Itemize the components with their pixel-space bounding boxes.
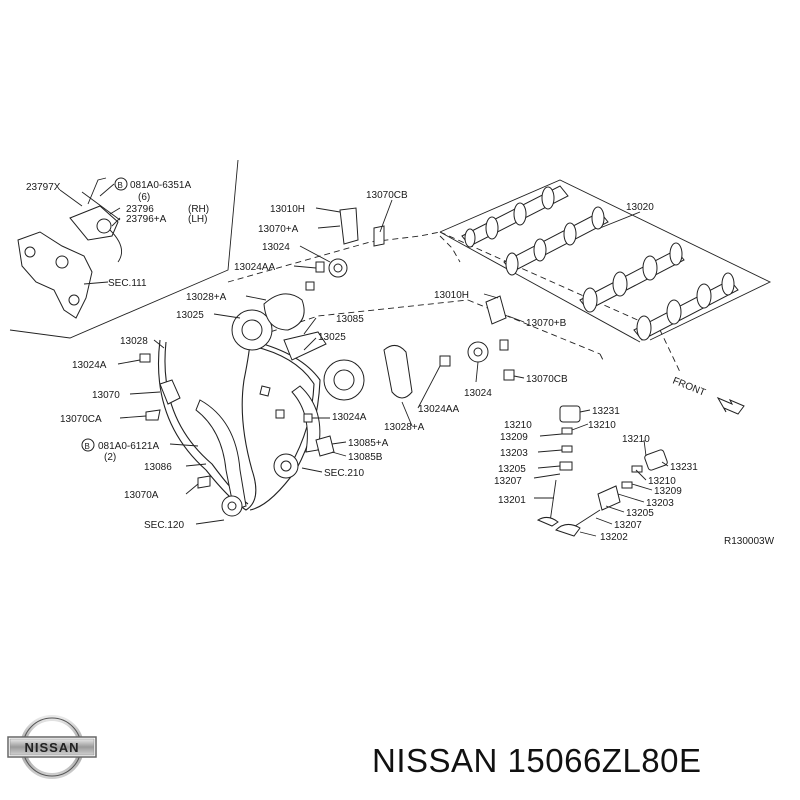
part-label: 13010H xyxy=(434,290,469,301)
part-label: (2) xyxy=(104,452,116,463)
part-label: 13210 xyxy=(504,420,532,431)
bolt-mark: B xyxy=(118,181,123,190)
part-label: 13070CB xyxy=(526,374,568,385)
part-label: 081A0-6351A xyxy=(130,180,191,191)
part-label: 23796+A xyxy=(126,214,167,225)
part-label: 13205 xyxy=(626,508,654,519)
part-label: 13231 xyxy=(670,462,698,473)
part-label: 13201 xyxy=(498,495,526,506)
part-label: 13203 xyxy=(500,448,528,459)
part-label: 13024AA xyxy=(418,404,459,415)
nissan-logo: NISSAN xyxy=(6,712,98,787)
part-label: 13028 xyxy=(120,336,148,347)
part-label: SEC.111 xyxy=(108,278,147,289)
logo-text: NISSAN xyxy=(24,740,79,755)
bolt-markers: B B xyxy=(81,177,128,452)
part-label: 13203 xyxy=(646,498,674,509)
part-label: 13070CB xyxy=(366,190,408,201)
part-label: 13070CA xyxy=(60,414,102,425)
part-label: 13202 xyxy=(600,532,628,543)
valve-assembly-right xyxy=(555,449,668,537)
bolt-mark-icon xyxy=(81,438,95,452)
part-label: 13020 xyxy=(626,202,654,213)
part-label: 13085 xyxy=(336,314,364,325)
bolt-mark: B xyxy=(85,442,90,451)
part-label: 13070+A xyxy=(258,224,299,235)
leader-lines xyxy=(117,199,669,537)
part-label: 13207 xyxy=(614,520,642,531)
part-label: 13028+A xyxy=(186,292,227,303)
front-arrow: FRONT xyxy=(671,376,745,415)
part-label: (RH) xyxy=(188,204,209,215)
ref-code: R130003W xyxy=(724,536,775,547)
part-label: 13024A xyxy=(332,412,367,423)
camshaft-middle xyxy=(503,206,609,276)
part-label: 23796 xyxy=(126,204,154,215)
front-label: FRONT xyxy=(671,376,707,399)
part-label: 13205 xyxy=(498,464,526,475)
part-label: 13028+A xyxy=(384,422,425,433)
part-label: SEC.210 xyxy=(324,468,364,479)
camshaft-upper xyxy=(461,185,569,248)
sprockets-left xyxy=(221,258,365,517)
part-label: 13070 xyxy=(92,390,120,401)
part-label: 13207 xyxy=(494,476,522,487)
bolt-mark-icon xyxy=(114,177,128,191)
part-label: 13010H xyxy=(270,204,305,215)
part-label: 13210 xyxy=(622,434,650,445)
part-label: 13231 xyxy=(592,406,620,417)
chain-ring-parts xyxy=(263,293,489,399)
part-label: (LH) xyxy=(188,214,207,225)
part-label: 13086 xyxy=(144,462,172,473)
part-label: 13025 xyxy=(176,310,204,321)
part-label: 13024 xyxy=(262,242,290,253)
timing-chain-left xyxy=(157,339,321,511)
part-label: 13024AA xyxy=(234,262,275,273)
part-label: 081A0-6121A xyxy=(98,441,159,452)
part-label: 23797X xyxy=(26,182,61,193)
part-label: 13070+B xyxy=(526,318,567,329)
part-label: 13210 xyxy=(648,476,676,487)
part-label: 13085+A xyxy=(348,438,389,449)
part-label: 13024 xyxy=(464,388,492,399)
part-label: 13209 xyxy=(654,486,682,497)
part-label: SEC.120 xyxy=(144,520,184,531)
part-label: 13070A xyxy=(124,490,159,501)
part-number-title: NISSAN 15066ZL80E xyxy=(372,742,702,779)
part-label: (6) xyxy=(138,192,150,203)
part-label: 13025 xyxy=(318,332,346,343)
tensioners-and-bolts xyxy=(139,207,515,489)
part-labels: 23797X 081A0-6351A (6) 23796 (RH) 23796+… xyxy=(26,180,775,547)
part-label: 13024A xyxy=(72,360,107,371)
valve-assembly-left xyxy=(536,405,581,527)
part-label: 13210 xyxy=(588,420,616,431)
part-label: 13209 xyxy=(500,432,528,443)
sensor-inset xyxy=(9,159,239,339)
camshaft-lower-b xyxy=(633,272,739,341)
part-label: 13085B xyxy=(348,452,383,463)
camshaft-lower-a xyxy=(579,242,685,313)
